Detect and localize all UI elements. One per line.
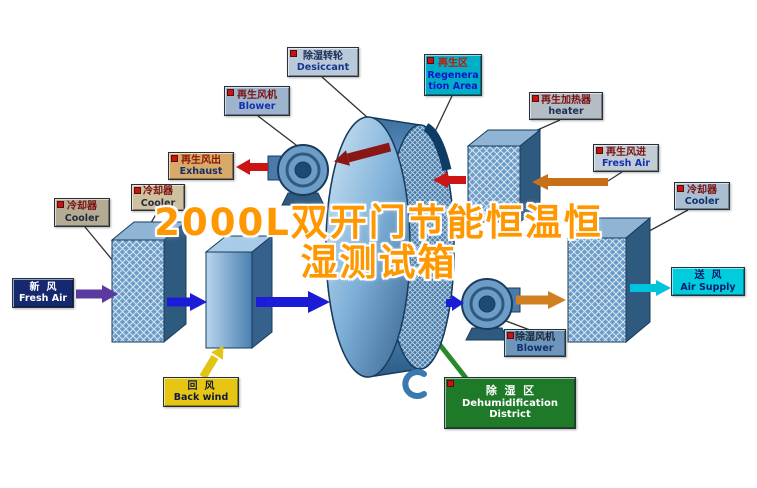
return-air-arrow — [199, 346, 224, 380]
label-en: Blower — [238, 101, 276, 113]
exhaust-arrow — [236, 159, 268, 175]
label-zh: 除湿风机 — [515, 331, 555, 343]
label-zh: 冷却器 — [143, 186, 173, 197]
regen-hot-arrow — [334, 142, 392, 166]
regen-in-arrow — [433, 172, 466, 188]
cooler-box-right — [566, 216, 652, 344]
label-en: Desiccant — [296, 62, 350, 74]
label-regen-fresh-air: 再生风进 Fresh Air — [593, 144, 659, 172]
fresh-air-arrow — [76, 285, 118, 303]
label-air-supply: 送 风 Air Supply — [671, 267, 745, 296]
label-zh: 冷却器 — [687, 184, 717, 196]
marker-icon — [290, 50, 297, 57]
process-arrow-1 — [167, 293, 207, 311]
label-zh: 再生区 — [438, 57, 468, 69]
marker-icon — [532, 95, 539, 102]
label-cooler-right: 冷却器 Cooler — [674, 182, 730, 210]
marker-icon — [596, 147, 603, 154]
label-regen-heater: 再生加热器 heater — [529, 92, 603, 120]
label-en: Cooler — [64, 212, 100, 224]
label-desiccant-wheel: 除湿转轮 Desiccant — [287, 47, 359, 77]
label-en-2: District — [489, 409, 531, 421]
label-zh: 送 风 — [694, 270, 722, 281]
marker-icon — [447, 380, 454, 387]
process-arrow-2 — [256, 291, 330, 313]
label-en: Blower — [516, 343, 554, 355]
label-zh: 回 风 — [187, 380, 215, 392]
marker-icon — [427, 57, 434, 64]
label-fresh-air: 新 风 Fresh Air — [12, 278, 74, 308]
cooler-box-left — [110, 220, 188, 344]
label-en: Cooler — [140, 197, 176, 209]
label-dehumidification-district: 除 湿 区 Dehumidification District — [444, 377, 576, 429]
label-zh: 除 湿 区 — [485, 383, 535, 397]
label-en-1: Dehumidification — [461, 397, 559, 409]
heater-box — [466, 128, 542, 224]
label-en: Regeneration Area — [427, 69, 479, 92]
label-en: Exhaust — [179, 166, 223, 178]
marker-icon — [677, 185, 684, 192]
label-zh: 再生风进 — [606, 146, 646, 158]
label-back-wind: 回 风 Back wind — [163, 377, 239, 407]
marker-icon — [507, 332, 514, 339]
heater-in-arrow — [532, 174, 608, 190]
drain-pipe — [402, 369, 427, 399]
desiccant-wheel — [325, 116, 455, 399]
label-regeneration-area: 再生区 Regeneration Area — [424, 54, 482, 96]
label-en: Cooler — [684, 196, 720, 208]
dehumid-blower-fan — [461, 278, 521, 341]
label-en: Fresh Air — [18, 293, 68, 305]
label-en: Back wind — [173, 392, 229, 404]
regen-blower-fan — [267, 144, 329, 206]
wheel-out-arrow — [446, 295, 464, 311]
marker-icon — [227, 89, 234, 96]
marker-icon — [134, 187, 141, 194]
label-en: Air Supply — [680, 281, 736, 293]
regeneration-sector — [423, 123, 452, 172]
label-zh: 再生加热器 — [541, 94, 591, 106]
air-supply-arrow — [630, 280, 671, 296]
label-en: heater — [548, 106, 584, 118]
process-box — [204, 234, 274, 350]
label-exhaust: 再生风出 Exhaust — [168, 152, 234, 180]
to-cooler-arrow — [516, 291, 566, 309]
label-zh: 除湿转轮 — [303, 50, 343, 62]
label-cooler-left-lower: 冷却器 Cooler — [54, 198, 110, 227]
label-zh: 再生风出 — [181, 154, 221, 166]
label-dehumid-blower: 除湿风机 Blower — [504, 329, 566, 357]
label-regen-blower: 再生风机 Blower — [224, 86, 290, 116]
marker-icon — [57, 201, 64, 208]
marker-icon — [171, 155, 178, 162]
label-en: Fresh Air — [601, 158, 651, 170]
label-zh: 冷却器 — [67, 201, 97, 212]
label-zh: 新 风 — [29, 281, 57, 293]
label-zh: 再生风机 — [237, 89, 277, 101]
label-cooler-left-upper: 冷却器 Cooler — [131, 184, 185, 211]
